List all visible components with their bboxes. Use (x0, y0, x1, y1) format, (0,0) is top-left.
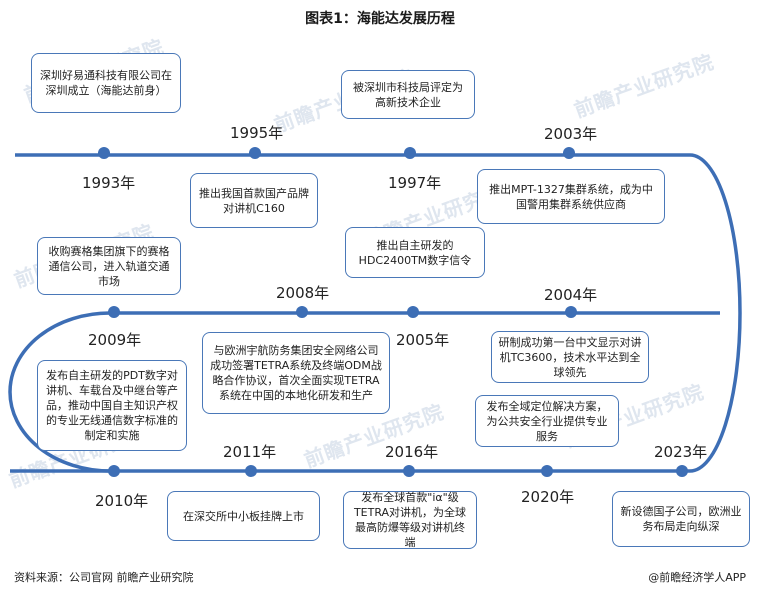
event-year-2003: 2003年 (544, 125, 598, 143)
timeline-dot-2010 (108, 465, 120, 477)
event-box-1995: 推出我国首款国产品牌对讲机C160 (190, 173, 318, 228)
event-year-2023: 2023年 (654, 443, 708, 461)
event-year-2020: 2020年 (521, 488, 575, 506)
timeline-dot-2020 (541, 465, 553, 477)
event-year-1993: 1993年 (82, 174, 136, 192)
event-year-2016: 2016年 (385, 443, 439, 461)
timeline-dot-2008 (296, 306, 308, 318)
event-box-2004: 研制成功第一台中文显示对讲机TC3600，技术水平达到全球领先 (491, 331, 649, 383)
event-year-2011: 2011年 (223, 443, 277, 461)
event-year-2009: 2009年 (88, 331, 142, 349)
brand-note: @前瞻经济学人APP (648, 571, 746, 584)
event-box-1997: 被深圳市科技局评定为高新技术企业 (341, 70, 475, 119)
event-box-2010: 发布自主研发的PDT数字对讲机、车载台及中继台等产品，推动中国自主知识产权的专业… (37, 360, 187, 451)
event-year-2004: 2004年 (544, 286, 598, 304)
event-box-2008: 与欧洲宇航防务集团安全网络公司成功签署TETRA系统及终端ODM战略合作协议，首… (202, 332, 390, 414)
event-box-2005: 推出自主研发的HDC2400TM数字信令 (345, 227, 485, 278)
event-year-2005: 2005年 (396, 331, 450, 349)
event-year-1995: 1995年 (230, 124, 284, 142)
event-year-2008: 2008年 (276, 284, 330, 302)
timeline-dot-2004 (565, 306, 577, 318)
event-box-2009: 收购赛格集团旗下的赛格通信公司，进入轨道交通市场 (37, 237, 181, 295)
event-box-1993: 深圳好易通科技有限公司在深圳成立（海能达前身） (31, 53, 181, 113)
timeline-dot-2011 (245, 465, 257, 477)
timeline-dot-2005 (407, 306, 419, 318)
event-year-2010: 2010年 (95, 492, 149, 510)
event-box-2020: 发布全域定位解决方案，为公共安全行业提供专业服务 (475, 395, 619, 447)
timeline-dot-1997 (404, 147, 416, 159)
source-note: 资料来源：公司官网 前瞻产业研究院 (14, 571, 194, 584)
timeline-dot-2023 (676, 465, 688, 477)
event-box-2016: 发布全球首款"iα"级TETRA对讲机，为全球最高防爆等级对讲机终端 (343, 491, 477, 549)
event-box-2011: 在深交所中小板挂牌上市 (167, 491, 320, 541)
timeline-dot-1993 (98, 147, 110, 159)
timeline-dot-2016 (403, 465, 415, 477)
event-box-2023: 新设德国子公司，欧洲业务布局走向纵深 (612, 491, 750, 547)
timeline-dot-1995 (249, 147, 261, 159)
timeline-dot-2003 (563, 147, 575, 159)
chart-title: 图表1：海能达发展历程 (305, 11, 455, 27)
event-year-1997: 1997年 (388, 174, 442, 192)
event-box-2003: 推出MPT-1327集群系统，成为中国警用集群系统供应商 (477, 169, 665, 224)
timeline-dot-2009 (108, 306, 120, 318)
